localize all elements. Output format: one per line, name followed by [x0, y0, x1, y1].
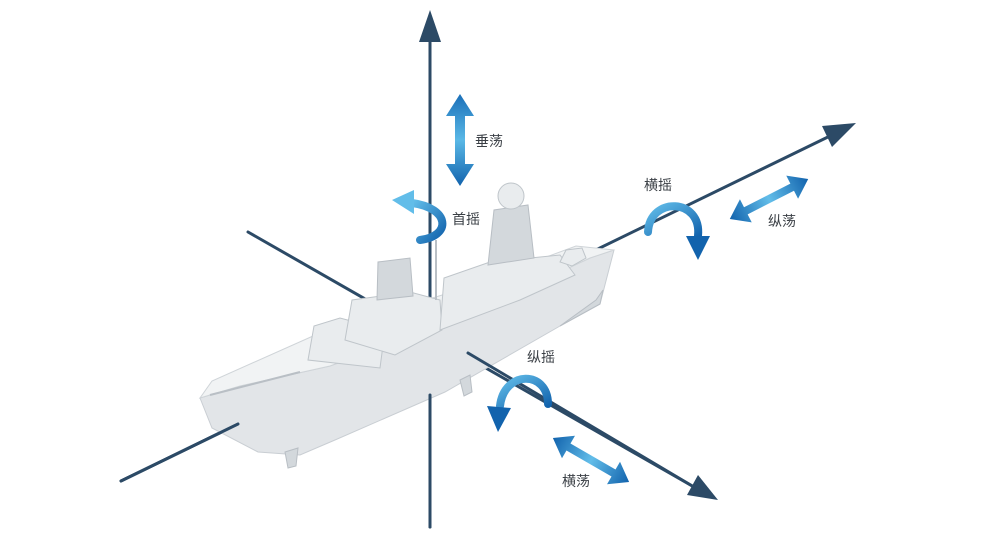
transverse-axis-arrowhead	[687, 475, 718, 500]
heave-label: 垂荡	[475, 134, 503, 150]
yaw-label: 首摇	[452, 212, 480, 228]
ship-forward-gun	[559, 247, 587, 267]
yaw-arrowhead-icon	[392, 190, 414, 214]
vertical-axis-arrowhead	[419, 10, 441, 42]
ship-radar-box	[376, 257, 414, 301]
ship-bow-keel	[559, 289, 604, 327]
ship-radar-dome	[497, 182, 525, 210]
sway-label: 横荡	[562, 474, 590, 490]
yaw-arrow-icon	[408, 199, 447, 244]
transverse-axis-front	[466, 351, 696, 489]
pitch-arrowhead-icon	[487, 406, 511, 432]
ship-rudder	[459, 374, 473, 397]
ship-superstructure-aft	[344, 291, 443, 356]
pitch-arrow-icon	[496, 374, 552, 410]
surge-label: 纵荡	[768, 214, 796, 230]
ship-mast-tower	[487, 204, 535, 266]
warship	[198, 182, 615, 469]
roll-arrowhead-icon	[686, 236, 710, 260]
pitch-label: 纵摇	[527, 350, 555, 366]
ship-propeller-skeg	[284, 447, 299, 469]
roll-arrow-icon	[644, 202, 703, 240]
ship-superstructure-mid	[439, 254, 576, 331]
longitudinal-axis-front	[119, 422, 240, 483]
longitudinal-axis-arrowhead	[822, 123, 856, 147]
surge-arrow-icon	[729, 175, 809, 223]
heave-arrow-icon	[446, 94, 474, 186]
sway-arrow-icon	[552, 435, 630, 485]
roll-label: 横摇	[644, 178, 672, 194]
ship-stern-rail	[209, 371, 301, 396]
